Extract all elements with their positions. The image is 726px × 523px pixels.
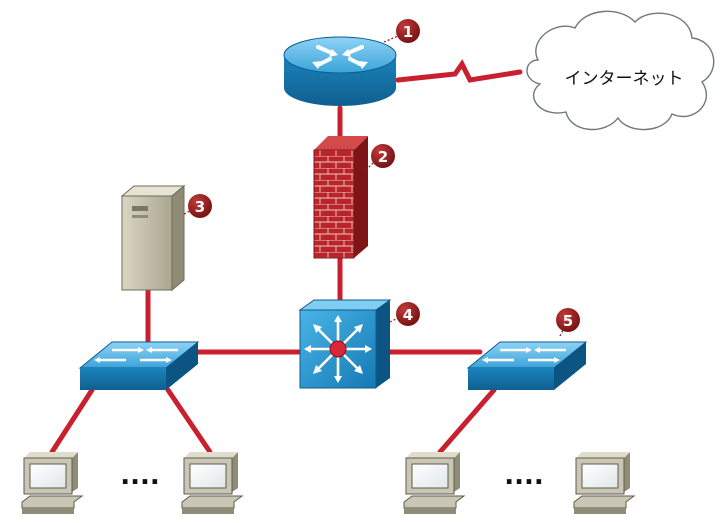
badge-core-switch-number: 4 [403, 306, 413, 324]
badge-router: 1 [383, 19, 420, 43]
ellipsis-left: .... [120, 461, 160, 491]
link-router-internet [395, 59, 523, 83]
pc-monitor-top [406, 452, 460, 458]
server-drive-bay-2 [132, 215, 148, 218]
cloud-icon [526, 10, 715, 131]
right-switch-arrows-icon [482, 347, 566, 363]
firewall-side [354, 136, 368, 258]
link-left-switch-pc-2 [165, 387, 213, 455]
pc-keyboard [21, 495, 84, 509]
left-switch [78, 341, 200, 390]
link-right-switch-pc-3 [437, 387, 497, 455]
router-arrows-icon [312, 45, 368, 69]
left-switch-arrows-icon [94, 347, 178, 363]
pc-keyboard [403, 495, 466, 509]
left-switch-front [80, 368, 166, 390]
badge-server: 3 [183, 194, 212, 218]
pc-screen [581, 463, 619, 489]
badge-right-switch-number: 5 [563, 312, 573, 330]
firewall-brick-wall-icon [313, 149, 355, 259]
pc-base [404, 508, 456, 514]
pc-screen [189, 463, 227, 489]
badge-core-switch: 4 [389, 302, 420, 326]
pc-2 [181, 452, 244, 514]
pc-3 [403, 452, 466, 514]
core-switch [298, 299, 392, 389]
server-side [171, 184, 185, 292]
badge-firewall-number: 2 [378, 148, 388, 166]
server [120, 184, 186, 292]
internet-cloud: インターネット [526, 10, 715, 131]
pc-base [182, 508, 234, 514]
pc-base [22, 508, 74, 514]
right-switch-side [554, 342, 586, 390]
router [283, 36, 397, 106]
pc-base [574, 508, 626, 514]
pc-monitor-top [184, 452, 238, 458]
firewall [313, 136, 368, 259]
badge-firewall: 2 [365, 144, 395, 171]
right-switch [466, 341, 588, 390]
links [49, 59, 523, 455]
server-drive-bay [132, 206, 148, 211]
pc-keyboard [181, 495, 244, 509]
pc-monitor-top [24, 452, 78, 458]
pc-monitor-side [624, 452, 630, 492]
core-switch-top [298, 299, 392, 311]
core-switch-center-dot [329, 340, 347, 358]
link-left-switch-pc-1 [49, 387, 95, 455]
badge-server-number: 3 [195, 198, 205, 216]
pc-monitor-top [576, 452, 630, 458]
pc-keyboard [573, 495, 636, 509]
pc-monitor-side [72, 452, 78, 492]
router-top [283, 36, 397, 74]
cloud-label: インターネット [565, 69, 684, 89]
pc-monitor-side [232, 452, 238, 492]
firewall-top [314, 136, 368, 150]
pc-4 [573, 452, 636, 514]
right-switch-front [468, 368, 554, 390]
pc-monitor-side [454, 452, 460, 492]
pc-1 [21, 452, 84, 514]
badge-right-switch: 5 [556, 308, 580, 337]
badge-router-number: 1 [403, 23, 413, 41]
server-front [121, 195, 173, 291]
ellipsis-right: .... [504, 461, 544, 491]
pc-screen [411, 463, 449, 489]
left-switch-side [166, 342, 198, 390]
pc-screen [29, 463, 67, 489]
core-switch-side [376, 300, 390, 388]
